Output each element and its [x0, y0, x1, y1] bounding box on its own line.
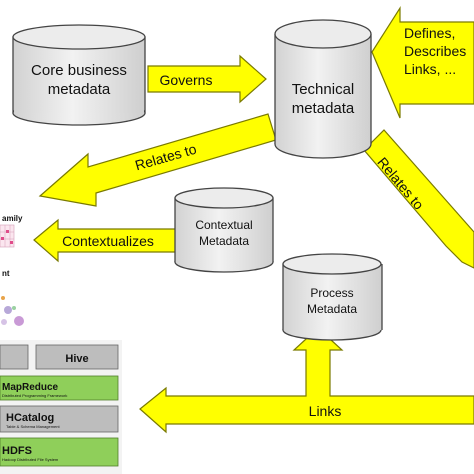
links-label: Links [309, 403, 342, 419]
core-business-label-2: metadata [48, 81, 111, 98]
contextual-label-2: Metadata [199, 234, 249, 248]
fragment-dot-5 [12, 306, 16, 310]
links-arrow [139, 327, 474, 434]
contextual-cylinder [174, 187, 274, 273]
stack-mapreduce-label: MapReduce [2, 382, 59, 393]
technical-label-1: Technical [292, 81, 355, 98]
stack-mapreduce-sub: Distributed Programming Framework [2, 393, 67, 398]
stack-hcatalog-box [0, 405, 119, 433]
stack-hdfs-box [0, 437, 119, 467]
contextual-label-1: Contextual [195, 218, 252, 232]
fragment-dot-1 [1, 296, 5, 300]
left-fragment-figure: amily nt [0, 214, 24, 326]
stack-hcatalog-label: HCatalog [6, 412, 54, 424]
stack-mapreduce-box [0, 375, 119, 401]
stack-left-stub [0, 344, 29, 370]
fragment-dot-2 [4, 306, 12, 314]
defines-label-1: Defines, [404, 25, 455, 41]
stack-hcatalog-sub: Table & Schema Management [6, 424, 60, 429]
fragment-dot-4 [1, 319, 7, 325]
stack-hdfs-sub: Hadoop Distributed File System [2, 457, 59, 462]
defines-arrow [371, 5, 474, 119]
stack-hdfs-label: HDFS [2, 445, 32, 457]
relates-to-right-arrow [363, 129, 474, 269]
relates-to-left-arrow [38, 113, 277, 207]
governs-arrow [147, 54, 267, 104]
core-business-cylinder [12, 24, 146, 126]
technical-cylinder [274, 19, 372, 159]
technical-label-2: metadata [292, 100, 355, 117]
process-cylinder [282, 253, 383, 341]
process-label-1: Process [310, 286, 353, 300]
hadoop-stack: Hive MapReduce Distributed Programming F… [0, 340, 122, 474]
defines-label-2: Describes [404, 43, 466, 59]
contextualizes-label: Contextualizes [62, 233, 154, 249]
stack-hive-label: Hive [65, 353, 88, 365]
fragment-dot-3 [14, 316, 24, 326]
stack-hive-box [35, 344, 119, 370]
core-business-label-1: Core business [31, 62, 127, 79]
process-label-2: Metadata [307, 302, 357, 316]
fragment-family-label: amily [2, 214, 23, 223]
defines-label-3: Links, ... [404, 61, 456, 77]
fragment-nt-label: nt [2, 269, 10, 278]
governs-label: Governs [160, 72, 213, 88]
